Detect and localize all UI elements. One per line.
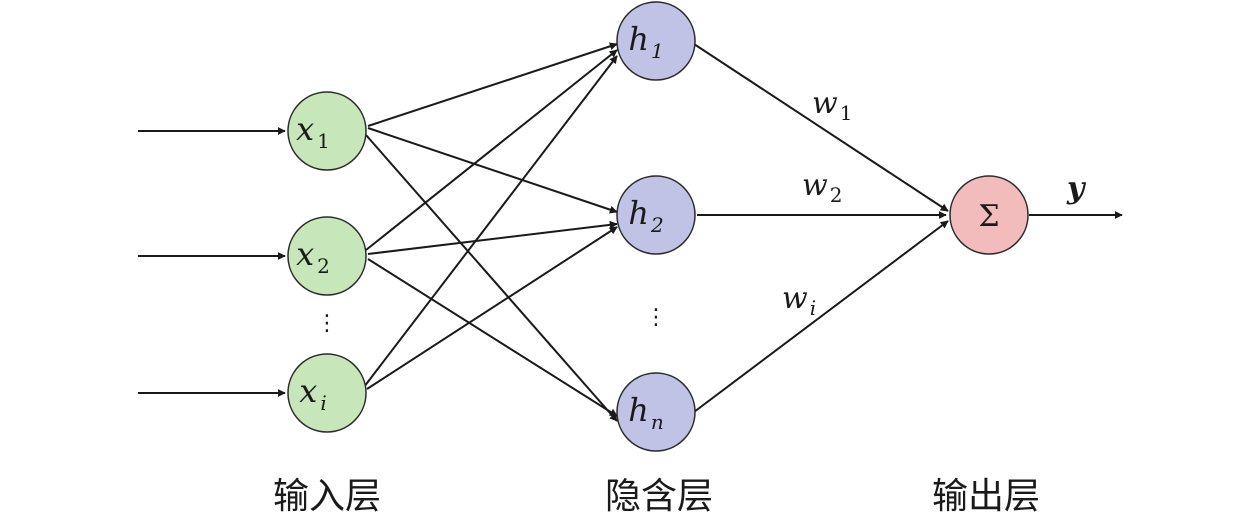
output-label-y: y bbox=[1066, 171, 1087, 206]
node-subscript: 1 bbox=[317, 129, 330, 153]
edge-h1-out bbox=[693, 43, 949, 212]
svg-text:x1: x1 bbox=[296, 110, 330, 153]
edge-x2-h1 bbox=[365, 49, 618, 251]
node-subscript: 1 bbox=[651, 39, 664, 63]
edge-x1-h2 bbox=[367, 127, 618, 214]
hidden-ellipsis: ⋮ bbox=[645, 305, 667, 330]
edge-x1-hn bbox=[365, 134, 618, 422]
input-hidden-connections bbox=[363, 42, 618, 422]
output-node-sum: Σ bbox=[949, 175, 1029, 255]
svg-text:h1: h1 bbox=[628, 20, 663, 63]
input-ellipsis: ⋮ bbox=[316, 311, 338, 336]
node-var: x bbox=[299, 372, 317, 410]
weight-subscript: 1 bbox=[840, 101, 853, 125]
edge-x2-h2 bbox=[367, 220, 618, 255]
node-subscript: 2 bbox=[317, 254, 330, 278]
weight-var: w bbox=[802, 168, 828, 203]
node-subscript: 2 bbox=[650, 213, 664, 237]
node-var: x bbox=[296, 235, 314, 273]
edge-hn-out bbox=[693, 220, 949, 413]
hidden-output-connections bbox=[693, 43, 949, 413]
edge-x2-hn bbox=[367, 258, 618, 417]
node-var: h bbox=[628, 20, 649, 58]
node-var: h bbox=[628, 391, 649, 429]
weight-var: w bbox=[782, 281, 808, 316]
svg-text:hn: hn bbox=[628, 391, 664, 434]
node-var: h bbox=[628, 194, 649, 232]
node-var: x bbox=[296, 110, 314, 148]
weight-subscript: 2 bbox=[830, 183, 843, 207]
weight-var: w bbox=[812, 86, 838, 121]
weight-subscript: i bbox=[810, 296, 816, 320]
output-layer-label: 输出层 bbox=[932, 476, 1040, 517]
hidden-layer-label: 隐含层 bbox=[605, 476, 713, 517]
svg-text:xi: xi bbox=[299, 372, 326, 415]
edge-xi-h2 bbox=[366, 226, 618, 390]
input-layer-label: 输入层 bbox=[273, 476, 381, 517]
node-subscript: n bbox=[651, 410, 664, 434]
svg-text:x2: x2 bbox=[296, 235, 330, 278]
edge-x1-h1 bbox=[367, 42, 618, 127]
node-subscript: i bbox=[320, 391, 326, 415]
input-arrows bbox=[138, 127, 286, 397]
svg-text:h2: h2 bbox=[628, 194, 663, 237]
sum-symbol: Σ bbox=[978, 199, 999, 234]
edge-xi-h1 bbox=[363, 55, 618, 388]
